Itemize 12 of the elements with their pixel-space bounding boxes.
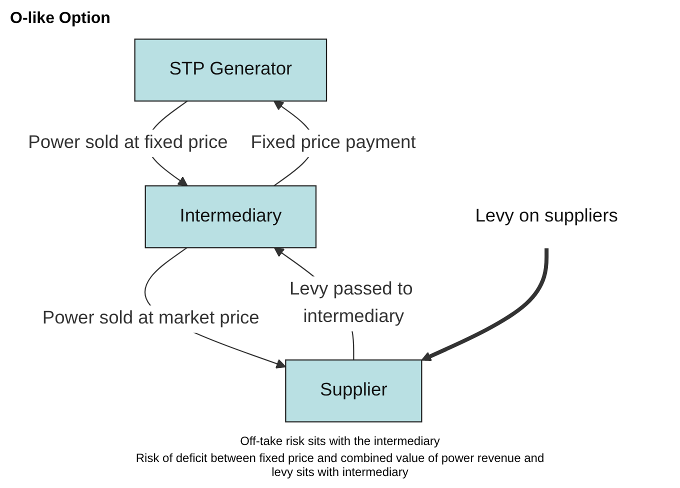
node-box: Supplier	[284, 359, 422, 422]
edge-label: Power sold at fixed price	[28, 133, 228, 153]
edge-label: Power sold at market price	[42, 308, 260, 328]
arrow	[420, 248, 548, 362]
note-text: Off-take risk sits with the intermediary	[239, 434, 441, 448]
note-text: Risk of deficit between fixed price and combined value of power revenue and levy sits with intermediary	[134, 451, 546, 479]
node-text: Levy on suppliers	[475, 206, 618, 226]
node-box: STP Generator	[134, 38, 327, 102]
diagram-title: O-like Option	[10, 10, 110, 28]
edge-label: Levy passed to intermediary	[289, 280, 413, 327]
edge-label: Fixed price payment	[250, 133, 416, 153]
node-box: Intermediary	[144, 185, 316, 248]
